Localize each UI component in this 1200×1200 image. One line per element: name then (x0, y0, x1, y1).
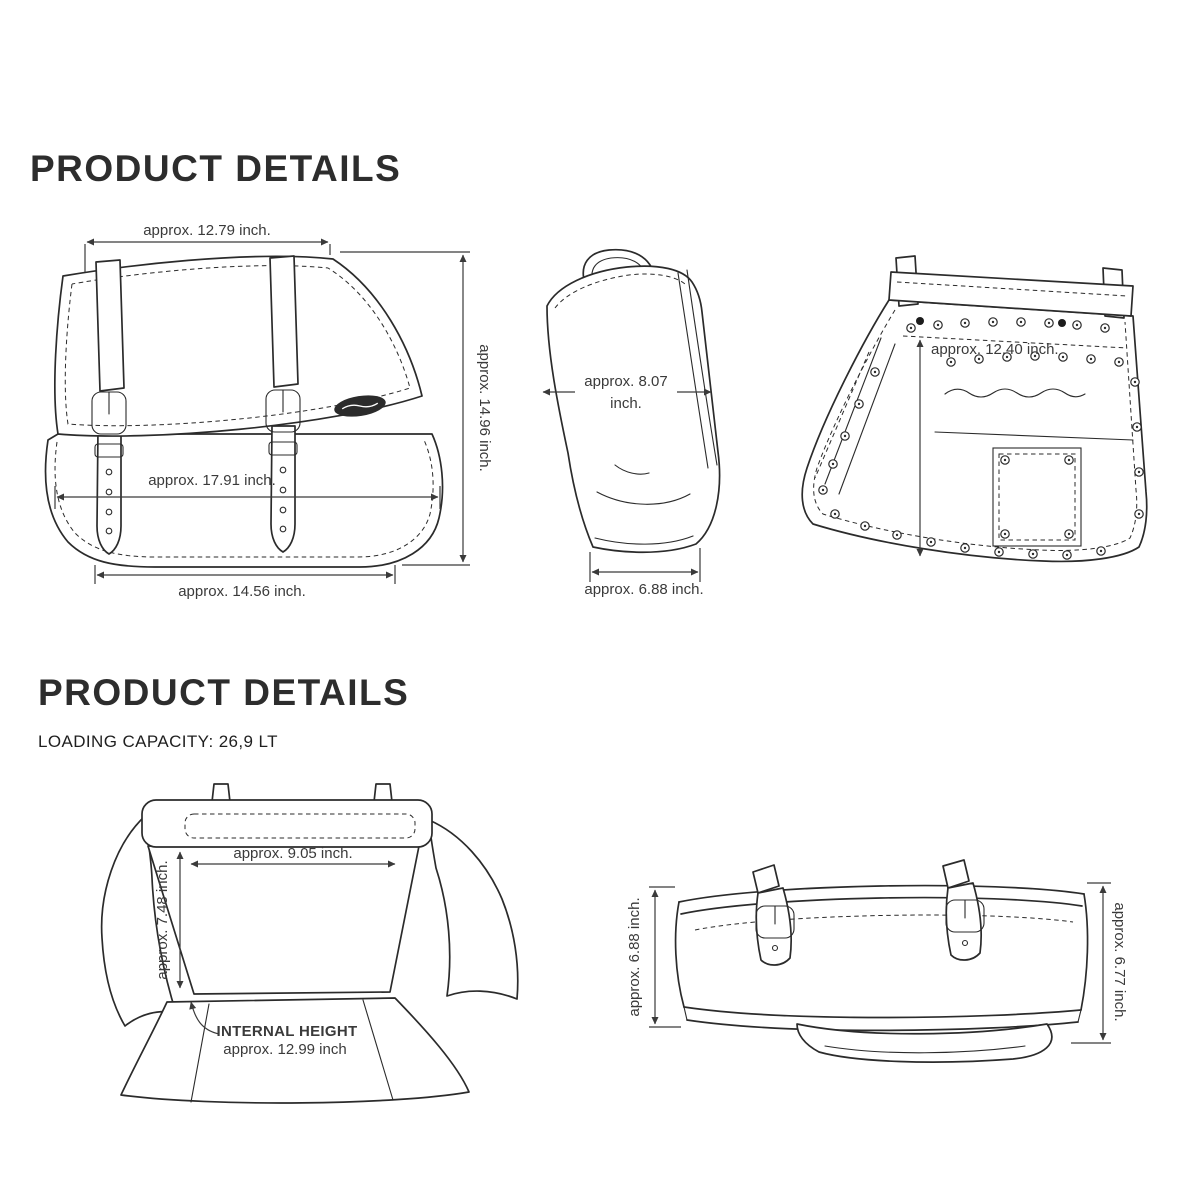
mount-point-right (1058, 319, 1066, 327)
dim-left-height: approx. 6.88 inch. (626, 886, 681, 1028)
dim-back-height: approx. 12.40 inch. (916, 339, 1059, 557)
back-pocket (992, 447, 1082, 547)
closed-side-view-figure: approx. 6.88 inch. approx. 6.77 inch. (625, 850, 1128, 1085)
saddlebag-flap (54, 255, 423, 437)
brand-badge (334, 395, 386, 417)
open-top-view-drawing: approx. 9.05 inch. approx. 7.48 inch. IN… (100, 783, 519, 1104)
strap-left (752, 864, 795, 966)
bottom-flap (796, 1023, 1053, 1063)
dim-mid-width: approx. 17.91 inch. (54, 472, 441, 509)
side-view-figure: approx. 8.07 inch. approx. 6.88 inch. (527, 240, 742, 605)
lid-tabs (211, 783, 393, 803)
dim-opening-height: approx. 7.48 inch. (154, 851, 184, 989)
mount-point-left (916, 317, 924, 325)
dim-label-top-width: approx. 12.79 inch. (143, 222, 271, 239)
top-section-title: PRODUCT DETAILS (30, 148, 402, 189)
dim-label-mid-width: approx. 17.91 inch. (148, 472, 276, 489)
dim-right-height: approx. 6.77 inch. (1071, 882, 1128, 1044)
dim-opening-width: approx. 9.05 inch. (190, 845, 396, 868)
dim-bottom-width: approx. 14.56 inch. (94, 565, 396, 600)
saddlebag-body (44, 433, 444, 568)
open-top-view-figure: approx. 9.05 inch. approx. 7.48 inch. IN… (63, 772, 528, 1122)
interior-opening (147, 845, 420, 995)
dim-label-bottom-width: approx. 14.56 inch. (178, 583, 306, 600)
dim-label-total-height: approx. 14.96 inch. (476, 344, 493, 472)
dim-label-back-height: approx. 12.40 inch. (931, 341, 1059, 358)
front-lower-straps (94, 425, 298, 555)
dim-depth: approx. 8.07 inch. (542, 368, 712, 416)
strap-right (942, 859, 985, 961)
lid (141, 799, 433, 848)
front-upper-straps (91, 255, 301, 435)
side-flaps (100, 815, 519, 1027)
dim-label-bottom-depth: approx. 6.88 inch. (584, 581, 703, 598)
internal-height-value: approx. 12.99 inch (223, 1041, 346, 1058)
internal-height-annotation: INTERNAL HEIGHT approx. 12.99 inch (189, 1001, 358, 1058)
bag-base (120, 997, 470, 1104)
closed-bag-body (674, 884, 1089, 1032)
back-view-drawing: approx. 12.40 inch. (801, 255, 1148, 563)
back-panel (801, 299, 1148, 563)
closed-side-view-drawing: approx. 6.88 inch. approx. 6.77 inch. (626, 859, 1128, 1063)
back-view-figure: approx. 12.40 inch. (783, 242, 1168, 587)
internal-height-label: INTERNAL HEIGHT (217, 1023, 358, 1040)
loading-capacity: LOADING CAPACITY: 26,9 LT (38, 732, 278, 751)
side-view-drawing: approx. 8.07 inch. approx. 6.88 inch. (542, 248, 721, 598)
dim-label-right-height: approx. 6.77 inch. (1111, 902, 1128, 1021)
dim-bottom-depth: approx. 6.88 inch. (584, 548, 704, 598)
dim-total-height: approx. 14.96 inch. (340, 251, 493, 566)
mount-bar (888, 255, 1134, 319)
front-view-figure: approx. 12.79 inch. approx. 14.96 inch. … (30, 222, 495, 606)
dim-label-depth-2: inch. (610, 395, 642, 412)
dim-top-width: approx. 12.79 inch. (84, 222, 331, 272)
front-view-drawing: approx. 12.79 inch. approx. 14.96 inch. … (44, 222, 493, 600)
dim-label-opening-height: approx. 7.48 inch. (154, 860, 171, 979)
dim-label-depth-1: approx. 8.07 (584, 373, 667, 390)
dim-label-left-height: approx. 6.88 inch. (626, 897, 643, 1016)
dim-label-opening-width: approx. 9.05 inch. (233, 845, 352, 862)
bottom-section-title: PRODUCT DETAILS (38, 672, 410, 713)
